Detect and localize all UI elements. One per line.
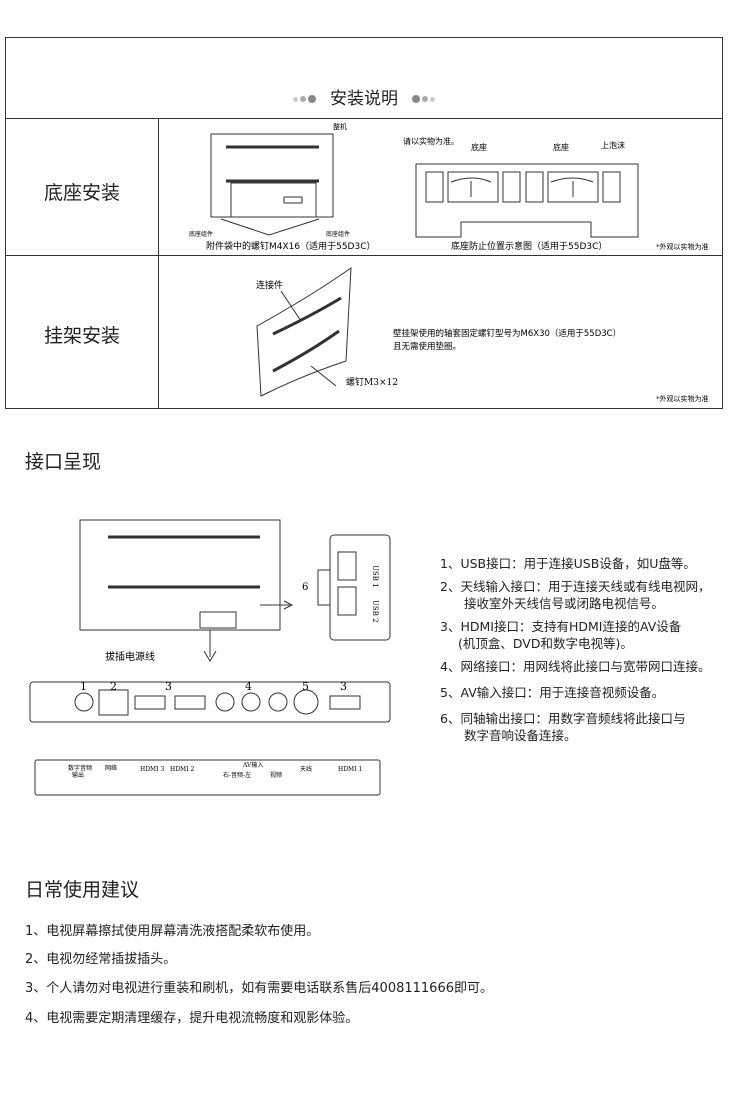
tip-item: 4、电视需要定期清理缓存，提升电视流畅度和观影体验。 [25,1011,359,1026]
interface-item: 5、AV输入接口：用于连接音视频设备。 [440,685,665,700]
base-part-left: 底座组件 [189,230,213,238]
interface-item: 1、USB接口：用于连接USB设备，如U盘等。 [440,556,696,571]
tips-heading: 日常使用建议 [25,879,140,901]
install-title: 安装说明 [330,89,398,109]
tip-item: 2、电视勿经常插拔插头。 [25,952,177,967]
decor-dots-right [411,89,436,109]
port-number-1: 1 [80,680,87,693]
port-label-av-in: AV输入 [242,761,263,769]
wall-install-label: 挂架安装 [43,325,120,347]
port-label-spdif: 数字音频 [68,764,92,772]
connector-label: 连接件 [256,279,283,291]
tip-item: 1、电视屏幕擦拭使用屏幕清洗液搭配柔软布使用。 [25,924,320,939]
port-label-spdif-2: 输出 [72,771,84,779]
port-label-antenna: 天线 [300,765,312,773]
interfaces-heading: 接口呈现 [25,451,102,473]
port-label-hdmi3: HDMI 3 [140,766,164,773]
install-title-row: 安装说明 [6,84,722,109]
base-label-b: 底座 [553,142,569,152]
tv-back-drawing [210,133,334,236]
position-caption: 底座防止位置示意图（适用于55D3C） [451,240,607,252]
interface-item: 2、天线输入接口：用于连接天线或有线电视网，接收室外天线信号或闭路电视信号。 [440,579,711,611]
port-label-audio: 右-音频-左 [223,771,251,779]
curved-tv-drawing [256,267,352,397]
port-number-3b: 3 [340,680,347,693]
port-number-2: 2 [110,680,117,693]
wall-desc-line2: 且无需使用垫圈。 [393,341,461,352]
tv-label: 整机 [333,122,347,131]
port-label-hdmi1: HDMI 1 [338,766,362,773]
note-text: 请以实物为准。 [403,136,459,146]
decor-dots-left [292,89,317,109]
screw-caption: 附件袋中的螺钉M4X16（适用于55D3C） [206,240,376,252]
base-install-figure: 整机 底座组件 底座组件 附件袋中的螺钉M4X16（适用于55D3C） 请以实物… [189,122,709,252]
port-label-video: 视频 [270,771,282,779]
power-label: 拔插电源线 [105,650,155,663]
port-labels: 数字音频 输出 网络 HDMI 3 HDMI 2 AV输入 右-音频-左 视频 … [68,761,362,779]
install-table: 安装说明 底座安装 挂架安装 整机 底座组件 底座组件 附件袋中的螺钉M4X16… [5,37,723,409]
interfaces-diagram: 6 USB 1 USB 2 拔插电源线 1 2 3 4 5 3 数字音频 输出 … [29,519,391,796]
screw-label: 螺钉M3×12 [346,377,398,388]
port-label-network: 网络 [105,764,117,772]
wall-desc-line1: 壁挂架使用的轴套固定螺钉型号为M6X30（适用于55D3C） [393,328,621,339]
foam-label: 上泡沫 [601,140,625,150]
tip-item: 3、个人请勿对电视进行重装和刷机，如有需要电话联系售后4008111666即可。 [25,981,493,996]
base-install-label: 底座安装 [43,182,120,204]
interface-item: 3、HDMI接口：支持有HDMI连接的AV设备(机顶盒、DVD和数字电视等)。 [440,619,682,651]
callout-6: 6 [302,582,308,593]
base-label-a: 底座 [471,142,487,152]
base-disclaimer: *外观以实物为准 [656,242,709,251]
port-number-5: 5 [302,680,309,693]
wall-install-figure: 连接件 螺钉M3×12 壁挂架使用的轴套固定螺钉型号为M6X30（适用于55D3… [256,267,709,403]
interface-list: 1、USB接口：用于连接USB设备，如U盘等。 2、天线输入接口：用于连接天线或… [440,555,710,744]
wall-disclaimer: *外观以实物为准 [656,394,709,403]
tv-rear-drawing [29,519,391,796]
base-part-right: 底座组件 [326,230,350,238]
foam-drawing [415,163,639,238]
port-number-3a: 3 [165,680,172,693]
interface-item: 6、同轴输出接口：用数字音频线将此接口与数字音响设备连接。 [440,711,686,743]
interface-item: 4、网络接口：用网线将此接口与宽带网口连接。 [440,659,711,674]
port-label-hdmi2: HDMI 2 [170,766,194,773]
usb1-label: USB 1 [371,565,379,588]
usb2-label: USB 2 [371,600,379,623]
port-number-4: 4 [245,680,252,693]
